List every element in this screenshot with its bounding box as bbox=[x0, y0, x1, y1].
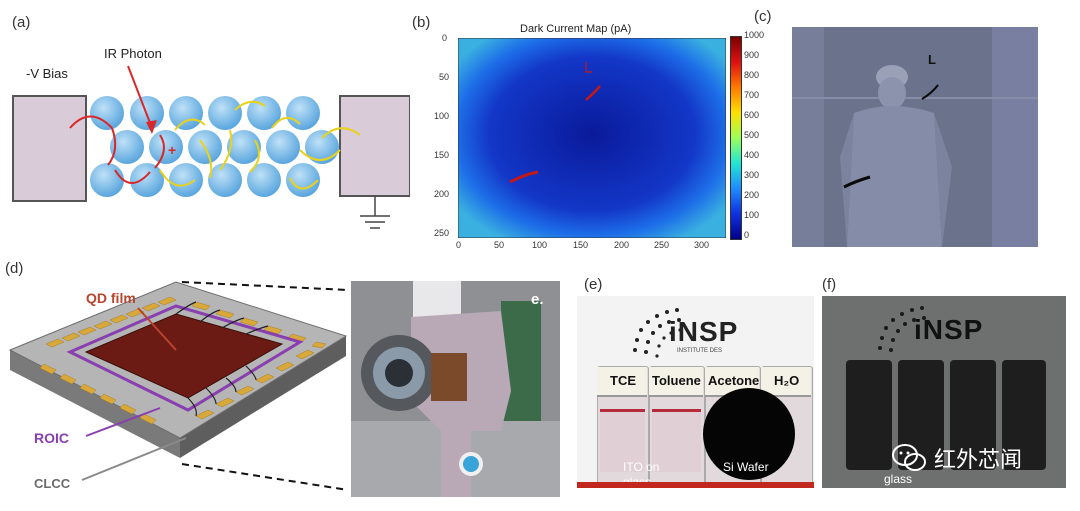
vial-cap bbox=[761, 367, 811, 397]
qd-film-label: QD film bbox=[86, 290, 136, 306]
panel-d-label: (d) bbox=[5, 260, 24, 277]
panel-e-photo-label: e. bbox=[531, 291, 544, 308]
map-y-tick: 100 bbox=[434, 111, 450, 121]
map-x-tick: 200 bbox=[614, 240, 630, 250]
quantum-dots bbox=[90, 96, 339, 197]
vial-tce: TCE bbox=[597, 366, 649, 488]
map-x-tick: 50 bbox=[494, 240, 505, 250]
colorbar-tick: 400 bbox=[744, 150, 760, 160]
dark-vial bbox=[950, 360, 996, 470]
panel-e: (e) iNSP INSTITUTE DES TCE Toluene A bbox=[568, 262, 818, 507]
colorbar-tick: 600 bbox=[744, 110, 760, 120]
ir-image bbox=[792, 27, 1038, 247]
vial-cap bbox=[649, 367, 703, 397]
map-y-tick: 200 bbox=[434, 189, 450, 199]
vial-liquid bbox=[652, 409, 701, 472]
colorbar-tick: 700 bbox=[744, 90, 760, 100]
hole-mark: + bbox=[168, 142, 177, 158]
roic-label: ROIC bbox=[34, 430, 69, 446]
panel-d: (d) bbox=[0, 258, 350, 508]
insp-dots-ir bbox=[878, 306, 926, 352]
wechat-icon bbox=[892, 444, 926, 471]
vial-label: Toluene bbox=[652, 373, 701, 388]
device-schematic bbox=[12, 65, 410, 229]
si-wafer bbox=[703, 388, 795, 480]
bias-label: -V Bias bbox=[26, 66, 68, 81]
ir-image-mark: L bbox=[928, 52, 936, 67]
insp-logo-ir: iNSP bbox=[914, 314, 984, 345]
roic-layer bbox=[66, 304, 304, 412]
map-x-tick: 100 bbox=[532, 240, 548, 250]
insp-logo: iNSP bbox=[669, 316, 739, 347]
map-y-tick: 50 bbox=[439, 72, 450, 82]
right-electrode bbox=[339, 95, 410, 197]
focal-plane-array-schematic bbox=[8, 281, 349, 491]
colorbar-tick: 900 bbox=[744, 50, 760, 60]
vial-label: Acetone bbox=[708, 373, 760, 388]
panel-f-label: (f) bbox=[822, 276, 837, 293]
map-y-tick: 150 bbox=[434, 150, 450, 160]
panel-b-label: (b) bbox=[412, 14, 431, 31]
panel-b: (b) Dark Current Map (pA) 0 50 100 150 2… bbox=[410, 0, 770, 250]
colorbar-tick: 300 bbox=[744, 170, 760, 180]
ir-figure bbox=[792, 27, 1038, 247]
si-wafer-label: Si Wafer bbox=[723, 460, 769, 474]
colorbar-ticks: 1000 900 800 700 600 500 400 300 200 100… bbox=[744, 30, 770, 242]
panel-c: (c) L bbox=[754, 0, 1080, 250]
panel-e-label: (e) bbox=[584, 276, 603, 293]
panel-a: (a) -V Bias IR Photon bbox=[0, 0, 410, 250]
colorbar bbox=[730, 36, 742, 240]
map-y-tick: 250 bbox=[434, 228, 450, 238]
map-x-tick: 300 bbox=[694, 240, 710, 250]
map-y-tick: 0 bbox=[442, 33, 448, 43]
dark-vial bbox=[1002, 360, 1046, 470]
ir-photon-label: IR Photon bbox=[104, 46, 162, 61]
watermark: 红外芯闻 bbox=[892, 442, 1022, 474]
vial-cap bbox=[597, 367, 647, 397]
panel-camera-photo: e. bbox=[351, 281, 560, 497]
clcc-label: CLCC bbox=[34, 476, 71, 491]
left-electrode bbox=[12, 95, 87, 202]
colorbar-tick: 0 bbox=[744, 230, 750, 240]
dark-current-map bbox=[458, 38, 726, 238]
panel-a-label: (a) bbox=[12, 14, 31, 31]
colorbar-tick: 1000 bbox=[744, 30, 765, 40]
map-x-tick: 150 bbox=[573, 240, 589, 250]
qd-film bbox=[84, 313, 284, 399]
vial-liquid bbox=[600, 409, 645, 472]
vial-label: TCE bbox=[610, 373, 636, 388]
panel-f: (f) iNSP glass 红外芯闻 bbox=[818, 262, 1080, 507]
colorbar-tick: 500 bbox=[744, 130, 760, 140]
glass-label: glass bbox=[884, 472, 913, 486]
panel-c-label: (c) bbox=[754, 8, 772, 25]
watermark-text: 红外芯闻 bbox=[934, 447, 1023, 472]
vial-label: H₂O bbox=[774, 373, 800, 388]
vials-photo: iNSP INSTITUTE DES TCE Toluene Acetone H… bbox=[577, 296, 814, 488]
dark-vial bbox=[846, 360, 892, 470]
colorbar-tick: 800 bbox=[744, 70, 760, 80]
map-x-tick: 250 bbox=[654, 240, 670, 250]
map-x-tick: 0 bbox=[456, 240, 462, 250]
insp-logo-subtitle: INSTITUTE DES bbox=[677, 348, 723, 354]
dark-vial bbox=[898, 360, 944, 470]
map-title: Dark Current Map (pA) bbox=[520, 23, 632, 35]
dark-vials bbox=[846, 360, 1046, 470]
red-base bbox=[577, 482, 814, 488]
colorbar-tick: 200 bbox=[744, 190, 760, 200]
ir-vials-photo: iNSP glass bbox=[822, 296, 1066, 488]
camera-photo bbox=[351, 281, 560, 497]
insp-dots bbox=[633, 308, 682, 358]
colorbar-tick: 100 bbox=[744, 210, 760, 220]
